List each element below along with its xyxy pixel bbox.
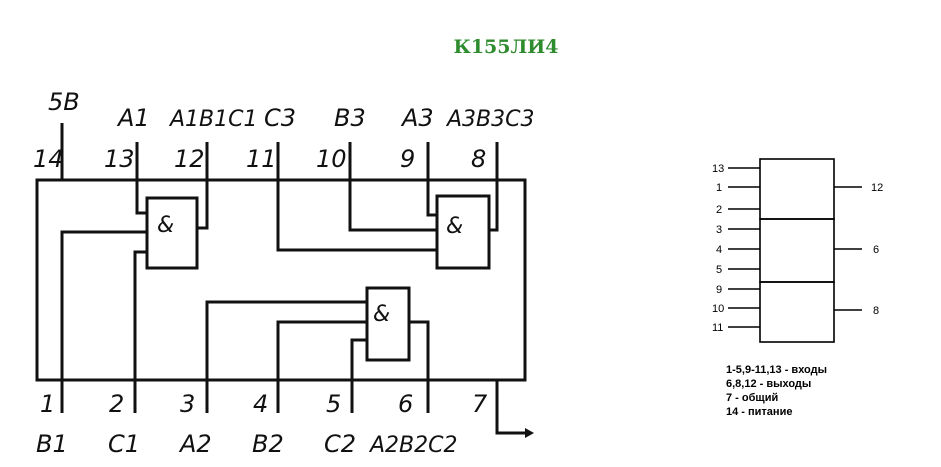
gate-3-output xyxy=(409,320,430,380)
top-pin-12: 12 xyxy=(174,145,205,173)
gate-1-input-a1 xyxy=(135,180,147,215)
top-pin-11: 11 xyxy=(246,145,277,173)
top-signal-a3b3c3: А3В3С3 xyxy=(445,107,535,132)
chip-title: К155ЛИ4 xyxy=(453,36,559,58)
block-right-pin-12: 12 xyxy=(871,182,883,194)
gate-3 xyxy=(365,286,411,362)
pin-7-ground-line xyxy=(495,380,525,435)
bottom-signal-c2: С2 xyxy=(324,430,356,458)
gate-2-output xyxy=(489,180,499,232)
gate-1-output xyxy=(197,180,209,230)
block-left-pin-4: 4 xyxy=(716,244,722,256)
bottom-pin-2: 2 xyxy=(109,390,124,418)
gate-3-symbol: & xyxy=(373,302,390,327)
block-left-pin-5: 5 xyxy=(716,264,722,276)
bottom-pin-4: 4 xyxy=(253,390,268,418)
bottom-pin-7: 7 xyxy=(472,390,488,418)
ground-arrow-icon xyxy=(525,428,534,438)
gate-2-input-c3 xyxy=(276,180,437,252)
bottom-signal-a2b2c2: А2В2С2 xyxy=(368,433,458,458)
block-left-pin-1: 1 xyxy=(716,182,722,194)
bottom-signal-c1: С1 xyxy=(108,430,140,458)
gate-2 xyxy=(435,194,491,270)
bottom-pin-5: 5 xyxy=(326,390,341,418)
block-left-pin-13: 13 xyxy=(712,163,724,175)
block-symbol: 13 1 2 3 4 5 9 10 11 12 6 8 1-5,9-11,13 … xyxy=(712,158,883,418)
bottom-pin-1: 1 xyxy=(40,390,55,418)
block-left-pin-11: 11 xyxy=(712,322,723,334)
legend-common: 7 - общий xyxy=(726,392,778,404)
block-right-pin-8: 8 xyxy=(873,305,879,317)
gate-2-symbol: & xyxy=(446,214,463,239)
gate-2-input-b3 xyxy=(348,180,437,232)
legend-inputs: 1-5,9-11,13 - входы xyxy=(726,364,827,376)
bottom-pin-6: 6 xyxy=(398,390,413,418)
top-pin-9: 9 xyxy=(400,145,415,173)
power-label: 5В xyxy=(48,88,80,116)
package-schematic: & & & 5В А1 А1В1С1 С3 В3 А3 А3В3С3 14 13… xyxy=(33,88,535,458)
block-left-pin-9: 9 xyxy=(716,284,722,296)
block-element-1 xyxy=(759,158,835,220)
package-outline xyxy=(35,178,527,382)
top-signal-c3: С3 xyxy=(264,104,296,132)
legend-power: 14 - питание xyxy=(726,406,792,418)
bottom-pin-3: 3 xyxy=(180,390,195,418)
gate-3-input-b2 xyxy=(276,320,367,380)
gate-3-input-a2 xyxy=(205,300,367,380)
bottom-signal-b1: В1 xyxy=(36,430,68,458)
top-signal-a1: А1 xyxy=(116,104,150,132)
bottom-signal-b2: В2 xyxy=(252,430,284,458)
block-left-pin-10: 10 xyxy=(712,303,724,315)
top-signal-a1b1c1: А1В1С1 xyxy=(168,107,258,132)
gate-3-input-c2 xyxy=(350,338,367,380)
bottom-signal-a2: А2 xyxy=(178,430,212,458)
top-signal-a3: А3 xyxy=(400,104,434,132)
top-pin-8: 8 xyxy=(471,145,486,173)
gate-1-input-c1 xyxy=(133,250,147,380)
block-left-pin-2: 2 xyxy=(716,204,722,216)
top-signal-b3: В3 xyxy=(334,104,366,132)
gate-2-input-a3 xyxy=(426,180,437,217)
block-left-pin-3: 3 xyxy=(716,224,722,236)
block-element-2 xyxy=(759,218,835,283)
top-pin-14: 14 xyxy=(33,145,64,173)
legend-outputs: 6,8,12 - выходы xyxy=(726,378,811,390)
top-pin-13: 13 xyxy=(104,145,135,173)
gate-1-symbol: & xyxy=(157,213,174,238)
block-element-3 xyxy=(759,281,835,343)
gate-1-input-b1 xyxy=(60,230,147,380)
block-right-pin-6: 6 xyxy=(873,244,879,256)
top-pin-10: 10 xyxy=(316,145,347,173)
